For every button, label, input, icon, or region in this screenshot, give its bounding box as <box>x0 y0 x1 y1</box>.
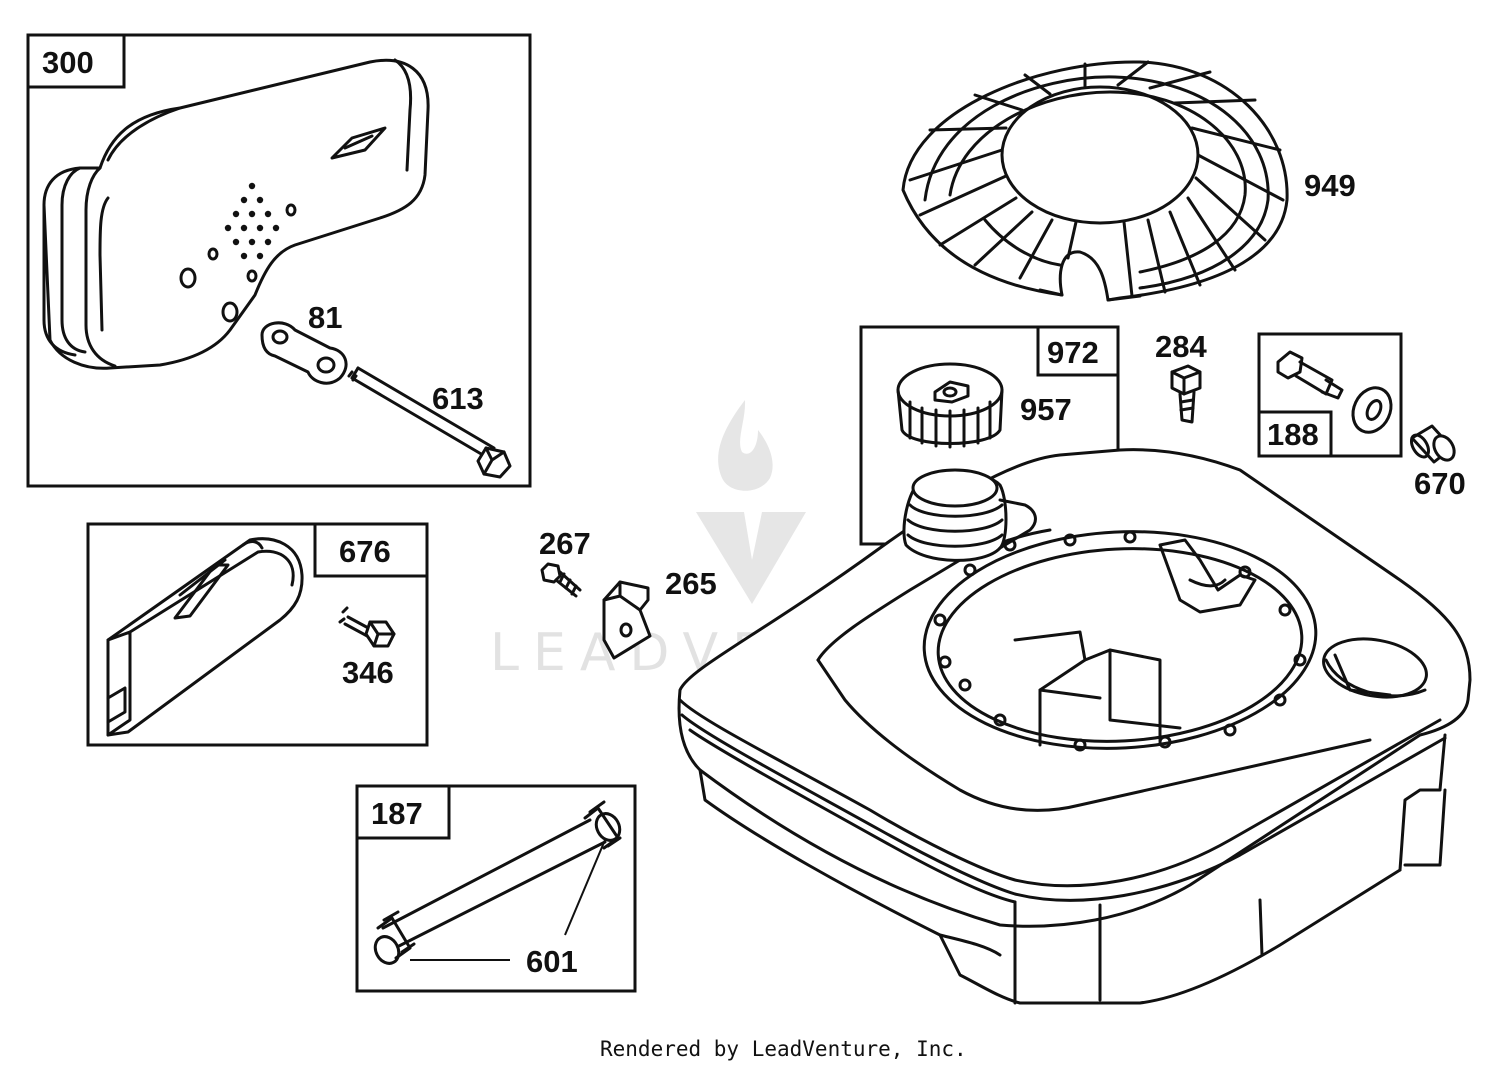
muffler-guard-group-frame <box>86 522 429 747</box>
fuel-cap <box>896 362 1004 449</box>
bolt-washer-group-label-box <box>1257 410 1333 458</box>
screw-346 <box>338 606 396 648</box>
shoulder-bolt <box>1276 350 1344 400</box>
fuel-line-group-frame <box>355 784 637 993</box>
muffler <box>42 58 430 370</box>
part-label-670: 670 <box>1414 466 1466 501</box>
fuel-cap-group-label-box <box>1036 325 1120 377</box>
washer <box>1351 386 1393 434</box>
leader-line-601-upper <box>564 839 606 936</box>
muffler-guard-group-label: 676 <box>339 534 391 569</box>
part-label-267: 267 <box>539 526 591 561</box>
part-label-949: 949 <box>1304 168 1356 203</box>
part-label-613: 613 <box>432 381 484 416</box>
screw-267 <box>540 562 582 598</box>
part-label-284: 284 <box>1155 329 1207 364</box>
clip-265 <box>602 580 652 660</box>
muffler-guard <box>106 537 304 737</box>
rendered-by-credit: Rendered by LeadVenture, Inc. <box>600 1037 967 1061</box>
muffler-guard-group-label-box <box>313 522 429 578</box>
muffler-guard-group: 676 346 <box>86 522 429 747</box>
muffler-group-label-box <box>26 33 126 89</box>
fuel-line-group-label: 187 <box>371 796 423 831</box>
bolt-284 <box>1170 364 1202 424</box>
part-label-346: 346 <box>342 655 394 690</box>
spacer-670 <box>1409 424 1456 464</box>
part-label-265: 265 <box>665 566 717 601</box>
muffler-group-frame <box>26 33 532 488</box>
muffler-group-label: 300 <box>42 45 94 80</box>
part-label-957: 957 <box>1020 392 1072 427</box>
part-label-601: 601 <box>526 944 578 979</box>
bolt-washer-group-label: 188 <box>1267 417 1319 452</box>
part-label-81: 81 <box>308 300 342 335</box>
bolt-washer-group: 188 <box>1257 332 1403 458</box>
fuel-tank <box>677 448 1472 1005</box>
fuel-cap-group: 972 957 <box>859 325 1120 546</box>
blower-cover-grille <box>901 60 1289 302</box>
fuel-line <box>373 800 622 965</box>
fuel-line-group-label-box <box>355 784 451 840</box>
gasket-81 <box>260 321 348 385</box>
fuel-line-group: 187 601 <box>355 784 637 993</box>
muffler-group: 300 <box>26 33 532 488</box>
bolt-613 <box>347 366 512 479</box>
fuel-cap-group-label: 972 <box>1047 335 1099 370</box>
